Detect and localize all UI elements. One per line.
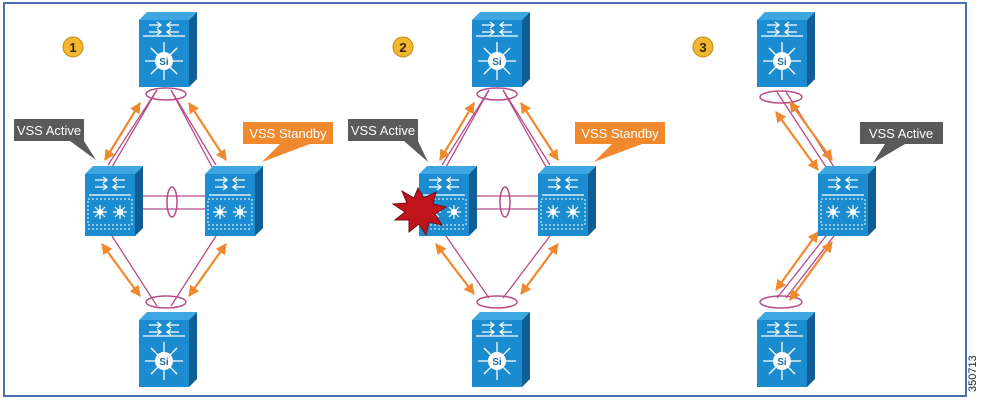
vss-distribution-switch-icon: [204, 165, 264, 237]
figure-id: 350713: [967, 355, 979, 392]
step-number: 1: [69, 40, 76, 55]
etherchannel-ring: [145, 295, 187, 309]
step-badge: [692, 36, 714, 58]
step-badge: [62, 36, 84, 58]
etherchannel-ring: [759, 295, 803, 309]
callout-vss-standby: VSS Standby: [243, 122, 333, 162]
vsl-ring: [499, 186, 511, 218]
scene-3: 3 VSS Active: [692, 11, 943, 388]
callout-vss-standby: VSS Standby: [575, 122, 665, 162]
si-core-switch-icon: [756, 311, 816, 388]
etherchannel-ring: [476, 295, 518, 309]
callout-label: VSS Standby: [249, 126, 327, 141]
vss-distribution-switch-icon: [537, 165, 597, 237]
callout-label: VSS Active: [17, 123, 81, 138]
vsl-ring: [166, 186, 178, 218]
etherchannel-ring: [145, 87, 187, 101]
scene-1: 1 VSS Active VSS Standby: [14, 11, 333, 388]
step-number: 3: [699, 40, 706, 55]
vss-distribution-switch-icon: [84, 165, 144, 237]
etherchannel-ring: [476, 87, 518, 101]
callout-vss-active: VSS Active: [14, 119, 96, 160]
callout-vss-active: VSS Active: [860, 122, 943, 163]
step-badge: [392, 36, 414, 58]
si-core-switch-icon: [471, 311, 531, 388]
failure-burst-icon: [391, 186, 448, 237]
si-core-switch-icon: [138, 311, 198, 388]
vss-distribution-switch-icon: [817, 165, 877, 237]
si-core-switch-icon: [756, 11, 816, 88]
step-number: 2: [399, 40, 406, 55]
scene-2: 2 VSS Active VSS Standby: [348, 11, 665, 388]
callout-label: VSS Active: [869, 126, 933, 141]
etherchannel-ring: [759, 90, 803, 104]
si-core-switch-icon: [471, 11, 531, 88]
callout-label: VSS Standby: [581, 126, 659, 141]
callout-vss-active: VSS Active: [348, 119, 428, 162]
si-core-switch-icon: [138, 11, 198, 88]
callout-label: VSS Active: [351, 123, 415, 138]
